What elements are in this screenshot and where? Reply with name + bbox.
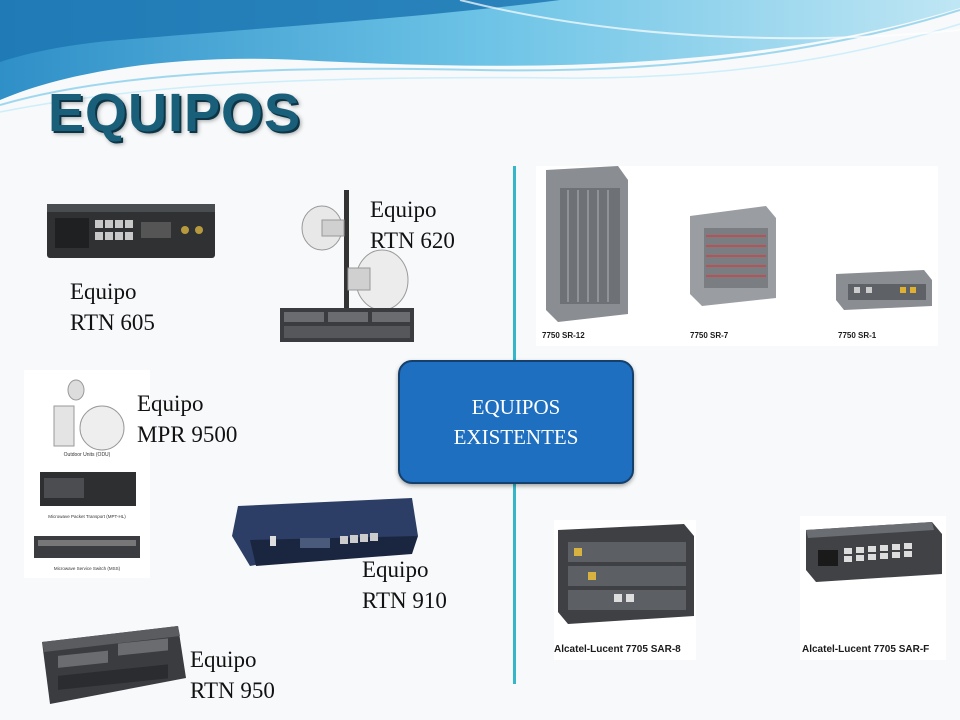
sr7-caption: 7750 SR-7 (690, 331, 729, 340)
sar8-caption: Alcatel-Lucent 7705 SAR-8 (554, 644, 681, 655)
divider-top (513, 166, 516, 360)
mpr-odu-caption: Outdoor Units (ODU) (64, 452, 111, 458)
7750-sr1-chassis (836, 270, 932, 310)
rtn-950-label: Equipo RTN 950 (190, 647, 275, 703)
divider-bottom (513, 480, 516, 684)
header-waves (0, 0, 960, 113)
alcatel-7750-routers-image: 7750 SR-12 7750 SR-7 7750 SR-1 (536, 166, 938, 346)
rtn-620-device-image (280, 190, 414, 342)
mpr-9500-device-image: Outdoor Units (ODU) Microwave Packet Tra… (24, 370, 150, 578)
7750-sr7-chassis (690, 206, 776, 306)
mpr-9500-label: Equipo MPR 9500 (137, 391, 238, 447)
rtn-620-label: Equipo RTN 620 (370, 197, 455, 253)
rtn-950-device-image (42, 626, 186, 704)
alcatel-7705-sar8-image: Alcatel-Lucent 7705 SAR-8 (554, 520, 696, 660)
rtn-910-device-image (232, 498, 418, 566)
mpr-mss-caption: Microwave Service Switch (MSS) (54, 566, 121, 571)
alcatel-7705-sarf-image: Alcatel-Lucent 7705 SAR-F (800, 516, 946, 660)
mpr-mpt-caption: Microwave Packet Transport (MPT-HL) (48, 514, 126, 519)
7750-sr12-chassis (546, 166, 628, 322)
center-box-line2: EXISTENTES (453, 425, 579, 449)
center-box-line1: EQUIPOS (471, 395, 561, 419)
rtn-605-device-image (47, 204, 215, 258)
sr1-caption: 7750 SR-1 (838, 331, 877, 340)
slide-title: EQUIPOS (48, 83, 302, 143)
sarf-caption: Alcatel-Lucent 7705 SAR-F (802, 644, 929, 655)
equipos-existentes-box: EQUIPOS EXISTENTES (398, 360, 634, 484)
sr12-caption: 7750 SR-12 (542, 331, 585, 340)
rtn-910-label: Equipo RTN 910 (362, 557, 447, 613)
rtn-605-label: Equipo RTN 605 (70, 279, 155, 335)
